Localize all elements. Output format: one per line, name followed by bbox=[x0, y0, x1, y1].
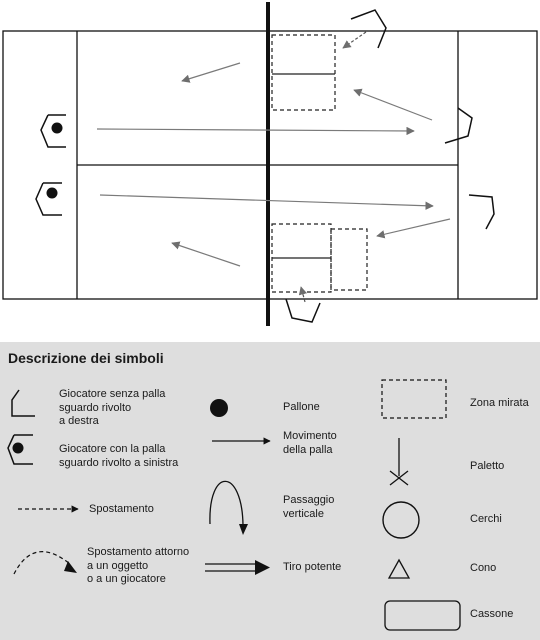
player-with-ball-label: Giocatore con la palla sguardo rivolto a… bbox=[59, 443, 179, 469]
box-label: Cassone bbox=[470, 608, 514, 620]
power-shot-icon bbox=[205, 563, 258, 572]
movement-around-icon bbox=[13, 551, 71, 575]
circles-label: Cerchi bbox=[470, 513, 502, 525]
movement-arrow bbox=[342, 31, 367, 49]
target-zone-top bbox=[271, 34, 336, 111]
ball-movement-arrow bbox=[376, 218, 451, 239]
vertical-pass-icon bbox=[209, 480, 244, 526]
ball-label: Pallone bbox=[283, 401, 320, 413]
ball-icon bbox=[210, 399, 228, 417]
movement-arrow bbox=[298, 286, 308, 303]
player-with-ball-top-left bbox=[40, 114, 66, 148]
circle-icon bbox=[382, 501, 420, 539]
legend-panel: Descrizione dei simboli Giocatore senza … bbox=[0, 342, 540, 640]
player-with-ball-icon bbox=[7, 434, 33, 465]
player-no-ball-icon bbox=[11, 389, 35, 417]
field-diagram bbox=[2, 2, 538, 326]
cone-icon bbox=[387, 558, 411, 579]
legend-symbols bbox=[7, 379, 461, 631]
target-zone-label: Zona mirata bbox=[470, 397, 529, 409]
pole-icon bbox=[389, 438, 409, 486]
ball-movement-arrow bbox=[99, 194, 434, 210]
box-icon bbox=[384, 600, 461, 631]
player-right-top bbox=[444, 107, 473, 144]
player-movement-arrows bbox=[298, 31, 367, 303]
ball-movement-arrows bbox=[96, 62, 451, 267]
player-with-ball-mid-left bbox=[35, 182, 62, 216]
ball-movement-arrow bbox=[96, 126, 415, 136]
movement-label: Spostamento bbox=[89, 503, 154, 515]
ball-movement-arrow bbox=[181, 62, 241, 83]
vertical-pass-label: Passaggio verticale bbox=[283, 494, 335, 520]
target-zone-icon bbox=[381, 379, 447, 419]
cone-label: Cono bbox=[470, 562, 497, 574]
pole-label: Paletto bbox=[470, 460, 505, 472]
player-bottom-center bbox=[285, 298, 321, 323]
ball-movement-arrow bbox=[171, 241, 241, 267]
player-top-center bbox=[350, 9, 387, 49]
ball-movement-label: Movimento della palla bbox=[283, 430, 337, 456]
player-no-ball-label: Giocatore senza palla sguardo rivolto a … bbox=[59, 388, 166, 427]
legend-title: Descrizione dei simboli bbox=[8, 350, 164, 366]
power-shot-label: Tiro potente bbox=[283, 561, 342, 573]
player-right-mid bbox=[468, 194, 495, 230]
movement-around-label: Spostamento attorno a un oggetto o a un … bbox=[87, 546, 190, 585]
ball-movement-arrow bbox=[353, 88, 433, 121]
